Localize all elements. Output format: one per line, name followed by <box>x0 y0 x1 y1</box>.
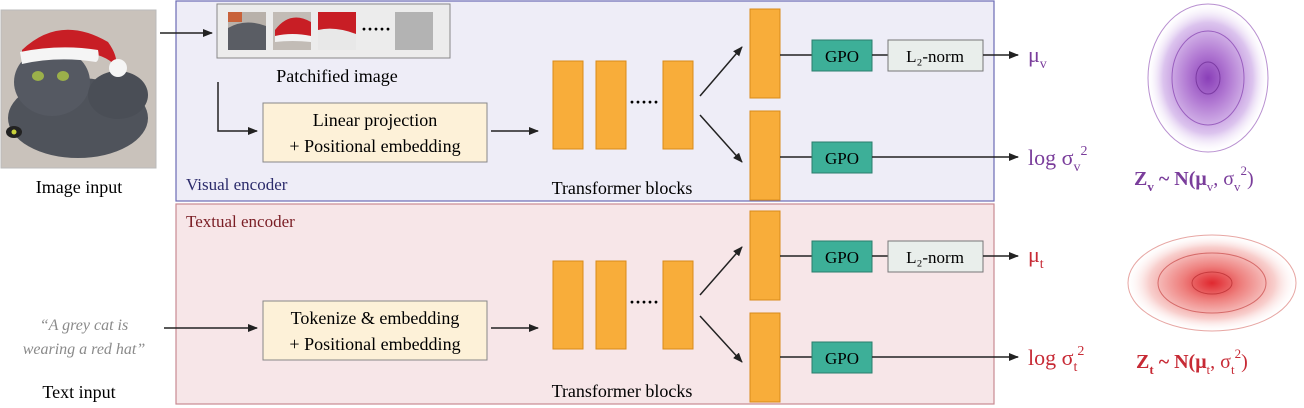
textual-encoder-title: Textual encoder <box>186 212 295 231</box>
cat-image <box>0 9 157 169</box>
textual-logsigma-output: log σt2 <box>1028 344 1084 375</box>
image-input-label: Image input <box>36 177 122 197</box>
textual-l2-norm <box>887 240 984 273</box>
visual-encoder-title: Visual encoder <box>186 175 288 194</box>
textual-gpo-top-label: GPO <box>825 248 859 267</box>
arrow-textual-split-up <box>699 246 743 296</box>
textual-distribution-ellipse <box>1127 234 1297 332</box>
visual-sigma-block <box>749 110 781 201</box>
visual-l2-norm-label: L₂-norm <box>906 47 964 66</box>
linear-projection-line1: Linear projection <box>313 110 437 130</box>
textual-sigma-block <box>749 312 781 403</box>
visual-transformer-blocks <box>552 60 694 150</box>
visual-distribution-formula: Zv ~ N(μv, σv2) <box>1134 163 1254 194</box>
visual-mu-block <box>749 8 781 99</box>
arrow-patches-to-projection <box>217 82 258 135</box>
patchified-image-label: Patchified image <box>276 66 397 86</box>
visual-transformer-label: Transformer blocks <box>552 178 693 198</box>
visual-gpo-bottom <box>811 141 873 174</box>
textual-gpo-bottom <box>811 341 873 374</box>
text-input-label: Text input <box>42 382 115 402</box>
visual-mu-output: μv <box>1028 42 1047 72</box>
visual-distribution-ellipse <box>1147 3 1269 153</box>
visual-gpo-top-label: GPO <box>825 47 859 66</box>
textual-transformer-blocks <box>552 260 694 350</box>
text-input-quote-line2: wearing a red hat” <box>23 341 146 358</box>
linear-projection-box <box>262 102 488 163</box>
patch-dots: ····· <box>361 19 391 39</box>
arrow-visual-split-up <box>699 46 743 97</box>
tokenize-line2: + Positional embedding <box>289 334 460 354</box>
textual-l2-norm-label: L₂-norm <box>906 248 964 267</box>
text-input-quote-line1: “A grey cat is <box>40 317 128 334</box>
arrow-visual-split-down <box>699 114 743 163</box>
textual-gpo-bottom-label: GPO <box>825 349 859 368</box>
visual-logsigma-output: log σv2 <box>1028 144 1087 175</box>
textual-distribution-formula: Zt ~ N(μt, σt2) <box>1136 346 1248 377</box>
textual-mu-output: μt <box>1028 242 1044 272</box>
textual-block-dots: ····· <box>629 292 659 312</box>
visual-gpo-bottom-label: GPO <box>825 149 859 168</box>
visual-block-dots: ····· <box>629 92 659 112</box>
arrow-textual-split-down <box>699 315 743 363</box>
linear-projection-line2: + Positional embedding <box>289 136 460 156</box>
visual-gpo-top <box>811 39 873 72</box>
textual-mu-block <box>749 210 781 301</box>
textual-transformer-label: Transformer blocks <box>552 381 693 401</box>
patchified-image <box>216 3 451 59</box>
tokenize-box <box>262 300 488 361</box>
tokenize-line1: Tokenize & embedding <box>291 308 460 328</box>
visual-l2-norm <box>887 39 984 72</box>
